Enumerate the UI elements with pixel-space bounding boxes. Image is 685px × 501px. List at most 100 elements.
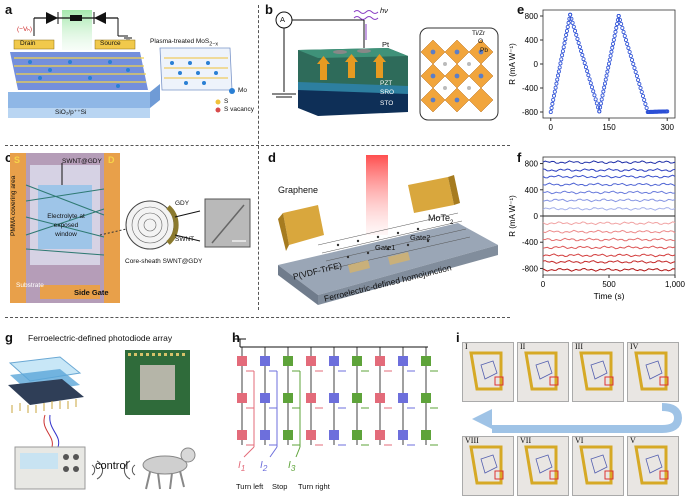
chart-e-point	[634, 74, 639, 79]
chart-e-frame	[542, 9, 676, 119]
chart-e-point	[614, 25, 619, 30]
photodiode-cell	[375, 430, 385, 440]
chart-e-point	[638, 86, 643, 91]
chart-e-point	[561, 45, 566, 50]
panel-a-label: a	[5, 2, 13, 17]
chart-f-series-line	[542, 221, 676, 226]
chart-e-point	[602, 85, 607, 90]
chart-e-point	[574, 32, 579, 37]
photodiode-cell	[398, 393, 408, 403]
panel-h-out2-sym: I	[260, 460, 263, 471]
chart-f-series-line	[542, 253, 676, 258]
chart-e-xtick-label: 150	[602, 123, 616, 132]
chart-e-xtick-label: 0	[549, 123, 554, 132]
robot-frame: IV	[627, 342, 679, 402]
photodiode-cell	[283, 356, 293, 366]
chart-e-ytick-label: 0	[534, 60, 539, 69]
chart-e-point	[596, 105, 601, 110]
chart-f-series-line	[542, 229, 676, 234]
chart-e-point	[636, 78, 641, 83]
panel-h-out1-sub: 1	[240, 463, 246, 473]
frame-label: I	[465, 342, 468, 351]
chart-e-point	[602, 81, 607, 86]
chart-e-point	[632, 66, 637, 71]
photodiode-cell	[237, 430, 247, 440]
chart-f-series-line	[542, 237, 676, 242]
panel-h-out3-sub: 3	[290, 463, 296, 473]
photodiode-cell	[398, 356, 408, 366]
chart-e-point	[643, 102, 648, 107]
robot-frame: VIII	[462, 436, 514, 496]
chart-e-point	[577, 45, 582, 50]
panel-d-gate1: Gate1	[375, 243, 396, 252]
robot-scene	[469, 351, 504, 391]
chart-f-xtick-label: 0	[541, 280, 546, 289]
panel-b-layer-pzt: PZT	[380, 80, 393, 87]
chart-e-point	[625, 42, 630, 47]
robot-frame: I	[462, 342, 514, 402]
chart-e-point	[615, 21, 620, 26]
chart-f-series-line	[542, 174, 676, 179]
chart-e-point	[637, 82, 642, 87]
chart-e-point	[622, 34, 627, 39]
sequence-arrow	[472, 403, 683, 433]
chart-e-point	[621, 29, 626, 34]
panel-b-atom-pb: Pb	[480, 47, 488, 54]
chart-e-point	[553, 85, 558, 90]
chart-e-point	[639, 90, 644, 95]
photodiode-cell	[329, 430, 339, 440]
panel-b-hv: hν	[380, 6, 388, 15]
chart-e-point	[604, 73, 609, 78]
chart-e-point	[564, 28, 569, 33]
panel-h-label: h	[232, 330, 240, 345]
chart-f-ylabel: R (mA W⁻¹)	[508, 195, 517, 237]
panel-d-mote-sub: 2	[450, 219, 454, 226]
photodiode-cell	[260, 393, 270, 403]
chart-e-point	[555, 77, 560, 82]
panel-b-figure	[272, 10, 499, 121]
chart-e-point	[587, 77, 592, 82]
chart-e-point	[550, 101, 555, 106]
panel-h-array	[234, 338, 438, 458]
panel-d-gate2: Gate2	[410, 233, 431, 242]
panel-c-substrate: Substrate	[16, 282, 44, 289]
photodiode-cell	[352, 356, 362, 366]
panel-a-source: Source	[100, 40, 121, 47]
panel-c-pmma: PMMA covering area	[10, 175, 17, 236]
photodiode-cell	[260, 356, 270, 366]
panel-c-s: S	[14, 155, 21, 165]
panel-h-out1-sym: I	[238, 460, 241, 471]
chart-e-point	[573, 28, 578, 33]
chart-e-point	[603, 77, 608, 82]
robot-frame: VII	[517, 436, 569, 496]
chart-e-point	[601, 89, 606, 94]
panel-d-mote-text: MoTe	[428, 213, 451, 223]
panel-c-swnt: SWNT	[175, 236, 195, 243]
chart-e-point	[591, 89, 596, 94]
chart-e-point	[607, 61, 612, 66]
chart-e-ytick-label: -400	[522, 84, 539, 93]
chart-e-point	[583, 65, 588, 70]
chart-e-point	[630, 58, 635, 63]
chart-e-point	[568, 12, 573, 17]
panel-d-figure	[278, 155, 498, 305]
chart-e-point	[593, 97, 598, 102]
robot-frame: III	[572, 342, 624, 402]
photodiode-cell	[421, 430, 431, 440]
photodiode-cell	[352, 430, 362, 440]
chart-e-point	[619, 21, 624, 26]
chart-e-point	[560, 49, 565, 54]
frame-label: VII	[520, 436, 532, 445]
chart-f-series-line	[542, 190, 676, 195]
chart-e-point	[588, 81, 593, 86]
chart-e-point	[597, 109, 602, 114]
chart-e-point	[608, 53, 613, 58]
panel-b-label: b	[265, 2, 273, 17]
photodiode-cell	[329, 356, 339, 366]
chart-f-series-line	[542, 245, 676, 250]
chart-e-point	[640, 94, 645, 99]
panel-h-cap3: Turn right	[298, 482, 330, 491]
chart-e-ytick-label: 800	[525, 12, 539, 21]
